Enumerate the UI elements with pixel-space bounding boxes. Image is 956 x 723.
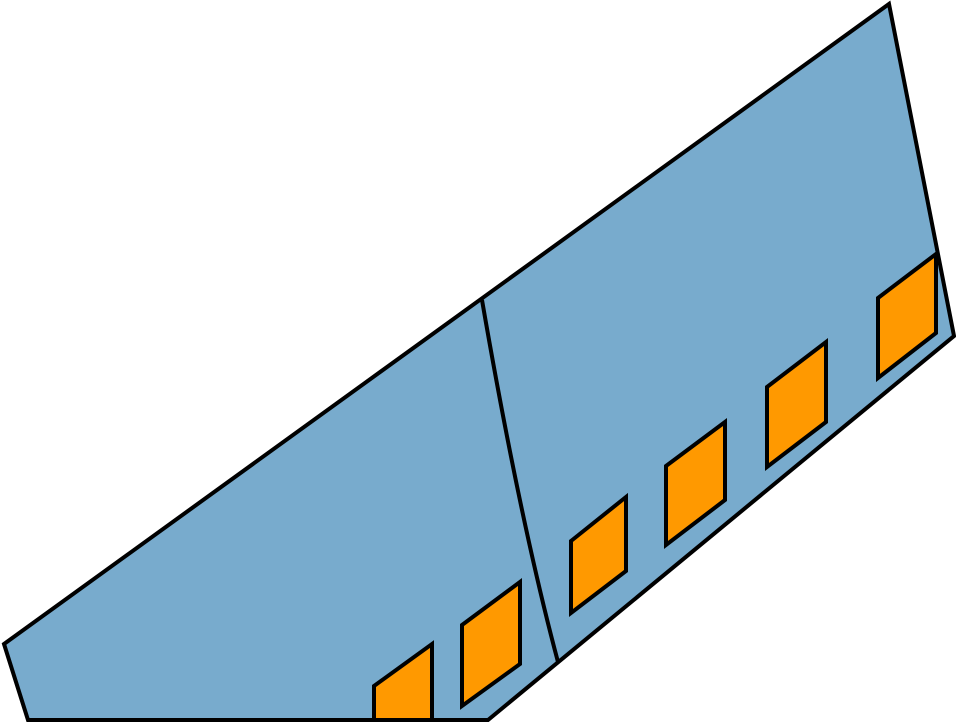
right-panel-square-1: [569, 492, 628, 618]
left-panel-square-2: [460, 578, 522, 710]
right-panel-square-2: [664, 418, 727, 550]
right-panel-square-4: [876, 249, 938, 383]
right-panel-square-3: [765, 337, 828, 472]
left-panel-square-1: [372, 640, 434, 722]
panel-divider: [480, 299, 560, 663]
